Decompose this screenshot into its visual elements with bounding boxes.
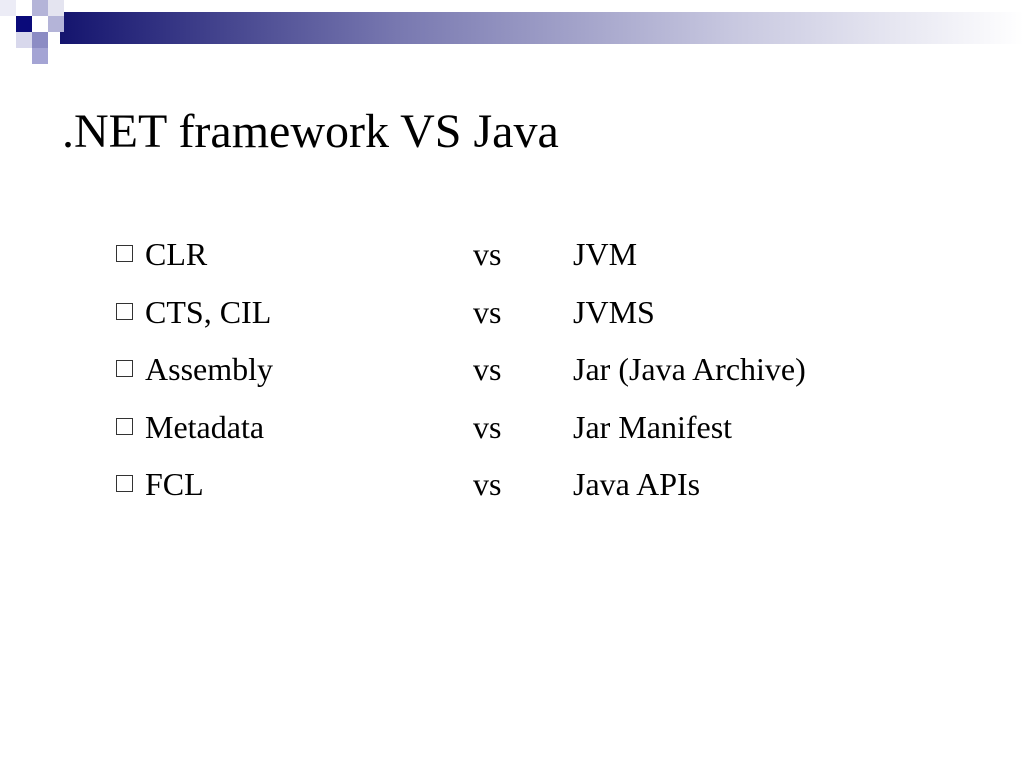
decor-square — [48, 0, 64, 16]
java-term: JVM — [573, 236, 638, 272]
decor-square — [16, 32, 32, 48]
java-term: JVMS — [573, 293, 655, 330]
hollow-square-icon — [116, 245, 133, 262]
hollow-square-icon — [116, 302, 133, 320]
java-term: Jar Manifest — [573, 408, 733, 445]
decor-square — [32, 32, 48, 48]
decor-square — [32, 0, 48, 16]
decor-square — [16, 16, 32, 32]
vs-connector: vs — [473, 351, 502, 387]
decor-square — [32, 48, 48, 64]
vs-connector: vs — [473, 236, 502, 272]
slide-title: .NET framework VS Java — [62, 105, 559, 158]
vs-connector: vs — [473, 466, 502, 502]
dotnet-term: CLR — [145, 236, 208, 272]
comparison-list: CLR vs JVM CTS, CIL vs JVMS Assembly vs … — [116, 232, 976, 520]
hollow-square-icon — [116, 417, 133, 435]
dotnet-term: FCL — [145, 466, 204, 502]
dotnet-term: Metadata — [145, 408, 265, 445]
list-item: CTS, CIL vs JVMS — [116, 290, 976, 348]
decor-square — [0, 0, 16, 16]
list-item: Assembly vs Jar (Java Archive) — [116, 347, 976, 405]
list-item: CLR vs JVM — [116, 232, 976, 290]
gradient-band — [60, 12, 1024, 44]
header-decoration — [0, 0, 1024, 64]
dotnet-term: Assembly — [145, 351, 273, 387]
list-item: FCL vs Java APIs — [116, 462, 976, 520]
java-term: Jar (Java Archive) — [573, 351, 806, 387]
hollow-square-icon — [116, 475, 133, 492]
dotnet-term: CTS, CIL — [145, 293, 272, 330]
hollow-square-icon — [116, 360, 133, 377]
list-item: Metadata vs Jar Manifest — [116, 405, 976, 463]
java-term: Java APIs — [573, 466, 701, 502]
vs-connector: vs — [473, 408, 502, 445]
decor-square — [48, 16, 64, 32]
vs-connector: vs — [473, 293, 502, 330]
